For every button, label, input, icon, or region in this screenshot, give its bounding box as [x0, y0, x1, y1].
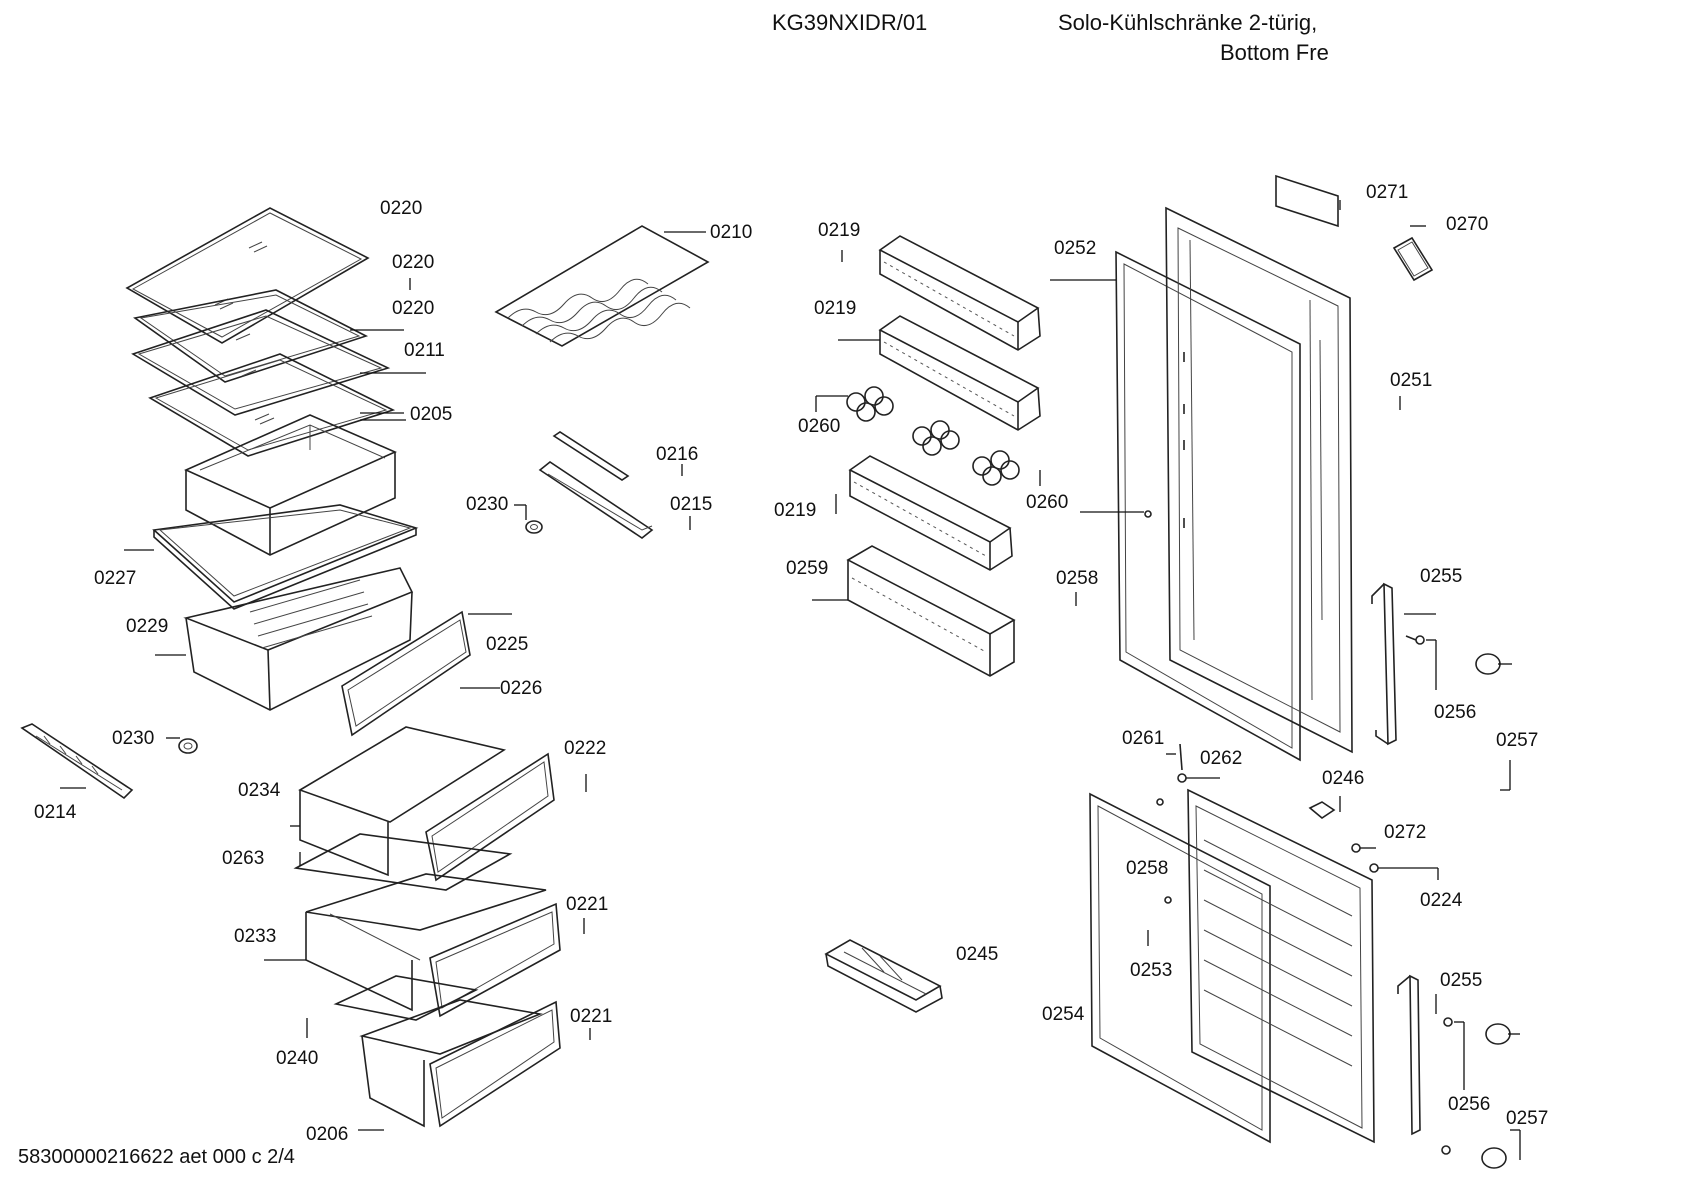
egg-tray-0260-middle	[912, 420, 960, 456]
freezer-door-gasket-0254	[1089, 792, 1271, 1144]
part-label-0226: 0226	[500, 678, 542, 699]
part-label-0272: 0272	[1384, 822, 1426, 843]
part-label-0234: 0234	[238, 780, 281, 801]
part-label-0260-a: 0260	[798, 416, 840, 437]
part-label-0206: 0206	[306, 1124, 348, 1145]
handle-0255-upper	[1371, 582, 1397, 746]
holder-strip-0216	[552, 431, 630, 481]
door-shelf-0219-third	[848, 455, 1013, 571]
door-screw-0258-lower	[1156, 798, 1172, 904]
part-label-0220-b: 0220	[392, 252, 434, 273]
part-label-0221-b: 0221	[570, 1006, 612, 1027]
part-label-0219-a: 0219	[818, 220, 860, 241]
part-label-0214: 0214	[34, 802, 77, 823]
glide-rail-0214	[20, 723, 134, 800]
crisper-tray-0205	[184, 414, 397, 556]
part-label-0210: 0210	[710, 222, 752, 243]
part-label-0256-b: 0256	[1448, 1094, 1490, 1115]
divider-plate-0240	[333, 975, 479, 1021]
door-label-0271	[1275, 174, 1339, 228]
part-label-0260-b: 0260	[1026, 492, 1068, 513]
screw-0224	[1369, 863, 1379, 873]
glass-cover-plate-0227	[152, 504, 419, 610]
screw-0256-lower	[1441, 1017, 1453, 1155]
part-label-0263: 0263	[222, 848, 264, 869]
door-shelf-0219-second	[878, 315, 1041, 431]
part-label-0229: 0229	[126, 616, 168, 637]
part-label-0254: 0254	[1042, 1004, 1085, 1025]
ice-cube-tray-0245	[824, 939, 943, 1013]
part-label-0233: 0233	[234, 926, 276, 947]
fridge-door-0251	[1165, 206, 1353, 754]
appliance-description-line2: Bottom Fre	[1220, 40, 1329, 65]
part-label-0271: 0271	[1366, 182, 1408, 203]
part-label-0230-b: 0230	[466, 494, 508, 515]
shelf-support-0215	[538, 461, 654, 539]
part-label-0245: 0245	[956, 944, 998, 965]
part-label-0227: 0227	[94, 568, 136, 589]
part-label-0255-b: 0255	[1440, 970, 1482, 991]
appliance-description-line1: Solo-Kühlschränke 2-türig,	[1058, 10, 1318, 35]
hinge-bushing-0262	[1177, 773, 1187, 783]
door-shelf-0219-top	[878, 235, 1041, 351]
part-label-0215: 0215	[670, 494, 712, 515]
part-label-0225: 0225	[486, 634, 528, 655]
part-label-0230-a: 0230	[112, 728, 154, 749]
part-label-0259: 0259	[786, 558, 828, 579]
freezer-door-0253	[1187, 788, 1375, 1144]
bottle-shelf-0259	[846, 545, 1016, 677]
part-label-0270: 0270	[1446, 214, 1488, 235]
model-number: KG39NXIDR/01	[772, 10, 928, 35]
part-label-0253: 0253	[1130, 960, 1172, 981]
bottle-rack-0210	[494, 225, 710, 347]
freezer-drawer-0222	[298, 726, 555, 882]
small-roller-0230-center	[525, 520, 543, 534]
middle-hinge-0246	[1308, 801, 1336, 819]
cap-0257-upper	[1475, 653, 1501, 675]
part-label-0220-c: 0220	[392, 298, 434, 319]
part-label-0219-b: 0219	[814, 298, 856, 319]
part-label-0262: 0262	[1200, 748, 1242, 769]
part-label-0222: 0222	[564, 738, 606, 759]
screw-0256-upper	[1405, 635, 1425, 645]
part-label-0251: 0251	[1390, 370, 1432, 391]
part-label-0224: 0224	[1420, 890, 1463, 911]
part-label-0261: 0261	[1122, 728, 1164, 749]
door-screw-0258-upper	[1144, 510, 1152, 518]
part-label-0257-b: 0257	[1506, 1108, 1548, 1129]
part-label-0258-b: 0258	[1126, 858, 1168, 879]
freshness-drawer-0229	[183, 567, 414, 711]
part-label-0220-a: 0220	[380, 198, 422, 219]
part-label-0216: 0216	[656, 444, 698, 465]
glass-shelf-0220-middle	[133, 289, 369, 383]
part-label-0246: 0246	[1322, 768, 1364, 789]
part-label-0219-c: 0219	[774, 500, 816, 521]
document-code-footer: 58300000216622 aet 000 c 2/4	[18, 1146, 295, 1168]
leader-lines	[60, 200, 1521, 1160]
handle-0255-lower	[1397, 974, 1421, 1136]
drawer-front-panel-0226	[341, 610, 471, 737]
part-label-0240: 0240	[276, 1048, 318, 1069]
part-label-0211: 0211	[404, 340, 445, 361]
bearing-screw-0272	[1351, 843, 1361, 853]
glass-shelf-0211	[148, 353, 396, 457]
part-label-0256-a: 0256	[1434, 702, 1476, 723]
part-label-0258-a: 0258	[1056, 568, 1098, 589]
freezer-drawer-0206	[359, 999, 561, 1128]
part-label-0252: 0252	[1054, 238, 1096, 259]
hinge-pin-0261	[1179, 743, 1183, 771]
small-roller-0230-left	[178, 738, 198, 754]
fridge-door-gasket-0252	[1115, 250, 1301, 762]
part-label-0221-a: 0221	[566, 894, 608, 915]
glass-shelf-0220-lower	[131, 309, 391, 416]
egg-tray-0260-left	[846, 386, 894, 422]
part-label-0255-a: 0255	[1420, 566, 1462, 587]
door-hinge-cover-0270	[1392, 236, 1434, 282]
part-label-0257-a: 0257	[1496, 730, 1538, 751]
part-label-0205: 0205	[410, 404, 452, 425]
freezer-drawer-0233	[305, 873, 561, 1018]
egg-tray-0260-right	[972, 450, 1020, 486]
